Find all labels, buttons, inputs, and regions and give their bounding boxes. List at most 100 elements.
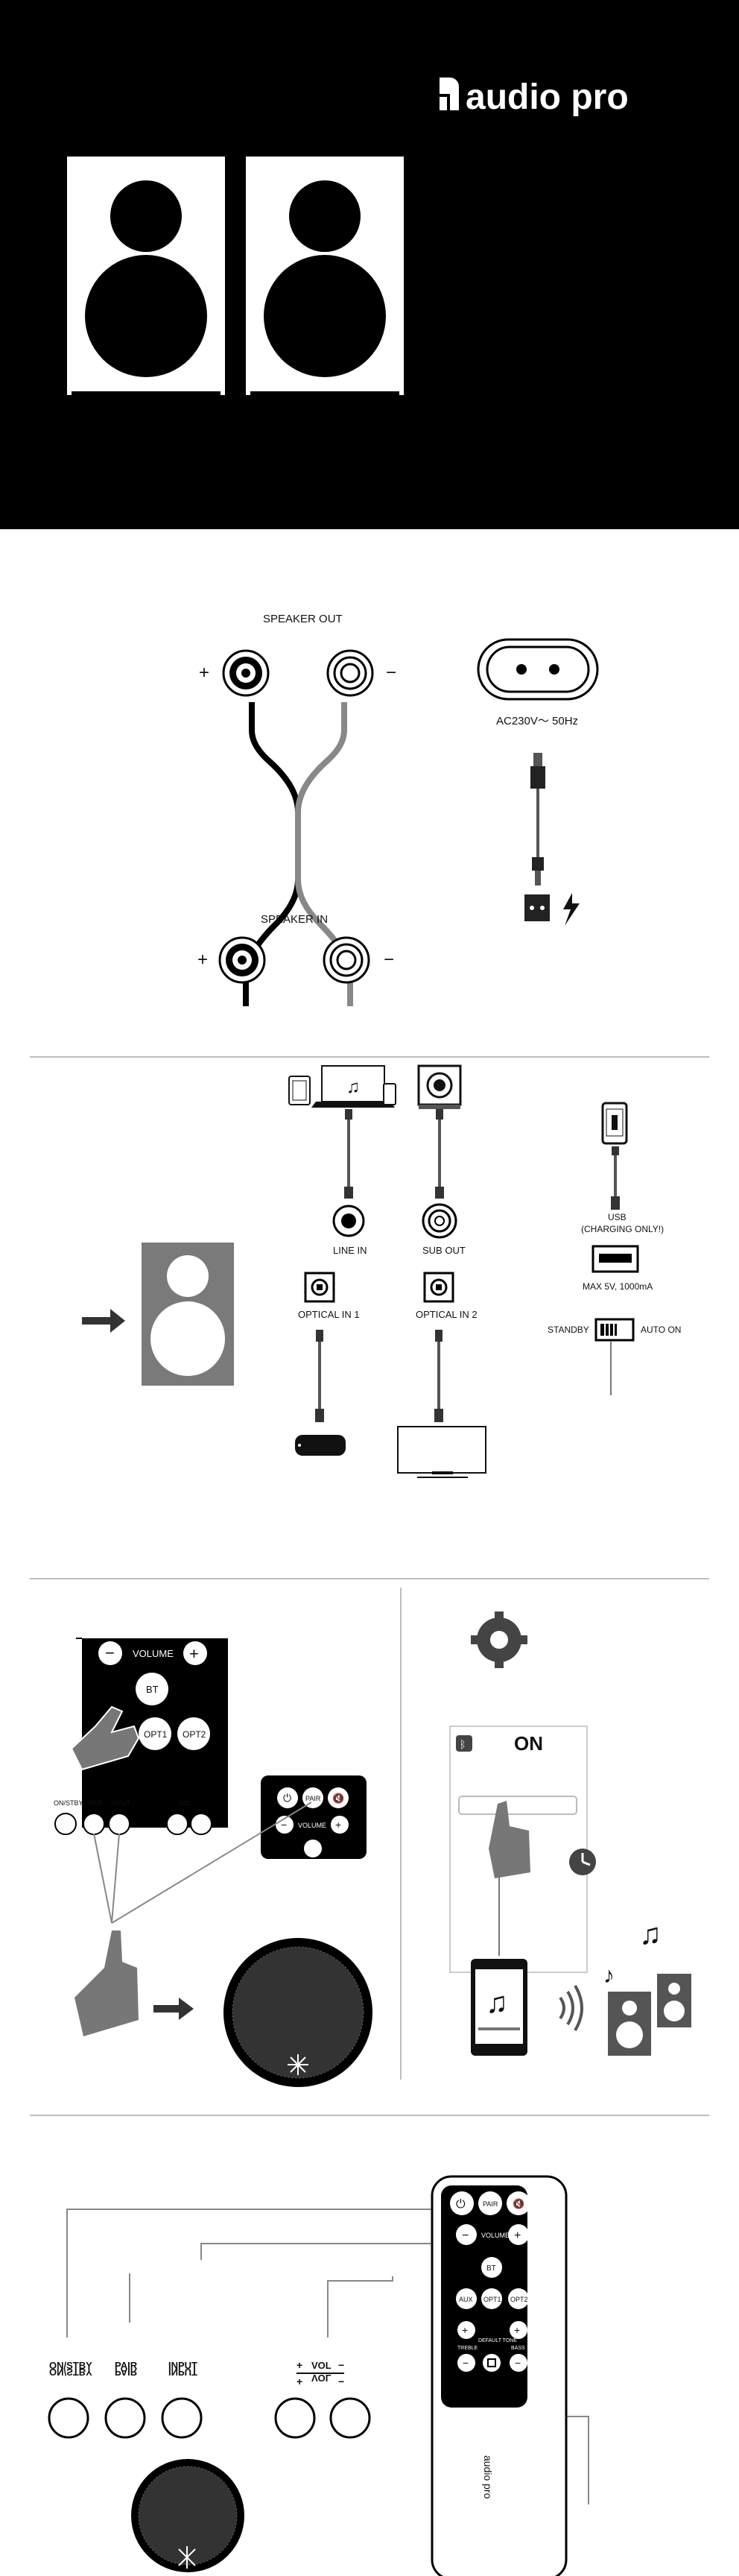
phone-settings-screen: ᛒ ON — [449, 1726, 588, 1973]
svg-text:+: + — [189, 1644, 199, 1663]
on-stby-button[interactable] — [48, 2397, 89, 2439]
remote-volume-label: VOLUME — [481, 2232, 510, 2239]
optical-in-1-label: OPTICAL IN 1 — [298, 1309, 360, 1320]
remote-treble-plus-button[interactable] — [457, 2321, 475, 2339]
remote-opt1-label: OPT1 — [144, 1729, 168, 1740]
input-label: INPUT — [168, 2360, 197, 2371]
brand-name: audio pro — [466, 78, 629, 117]
remote-opt1-label: OPT1 — [483, 2296, 501, 2303]
phone-icon — [601, 1102, 628, 1145]
remote-aux-button[interactable] — [456, 2288, 477, 2309]
bluetooth-icon: ᛒ — [460, 1738, 466, 1750]
remote-bass-minus-button[interactable] — [510, 2354, 527, 2372]
sub-out-jack — [422, 1203, 457, 1239]
remote-pair-label: PAIR — [305, 1795, 321, 1802]
vol-minus-label: − — [338, 2359, 344, 2371]
remote-treble-minus-button[interactable] — [457, 2354, 475, 2372]
remote-opt2-label: OPT2 — [183, 1729, 206, 1740]
remote-default-tone-label: DEFAULT TONE — [478, 2338, 517, 2343]
remote-bt-button[interactable] — [481, 2257, 502, 2278]
vol-plus-button[interactable] — [274, 2397, 316, 2439]
remote-aux-label: AUX — [459, 2296, 473, 2303]
remote-vol-minus-button[interactable] — [456, 2224, 477, 2245]
usb-port — [591, 1245, 639, 1273]
remote-closeup: − VOLUME + BT OPT1 OPT2 — [70, 1638, 228, 1828]
remote-brand-label: audio pro — [482, 2455, 494, 2499]
input-button[interactable] — [161, 2397, 203, 2439]
section-inputs: ♫ LINE IN SUB OUT OPTICAL IN 1 OPTICAL I… — [30, 1064, 709, 1579]
remote-bass-label: BASS — [511, 2346, 525, 2351]
lightning-icon — [563, 893, 580, 926]
vol-plus-label-flipped: + — [296, 2375, 302, 2387]
svg-text:−: − — [515, 2357, 521, 2369]
header-banner: audio pro — [0, 0, 739, 529]
power-socket-icon — [477, 638, 599, 701]
hand-pointer-icon — [74, 1931, 139, 2036]
section-controls: ON/STBY ON/STBY PAIR PAIR INPUT INPUT + … — [48, 2175, 589, 2576]
music-notes-icon: ♫ — [486, 1986, 508, 2019]
remote-opt2-button[interactable] — [508, 2288, 529, 2309]
media-box-icon — [295, 1435, 346, 1456]
terminal-icon — [323, 936, 370, 984]
pair-button[interactable] — [104, 2397, 146, 2439]
optical-in-2-label: OPTICAL IN 2 — [416, 1309, 478, 1320]
brand-logo-icon — [440, 78, 459, 110]
speaker-in-label: SPEAKER IN — [261, 913, 328, 926]
remote-pair-label: PAIR — [483, 2200, 498, 2208]
music-note-icon: ♫ — [346, 1077, 360, 1097]
small-vol-label: VOL — [179, 1799, 192, 1807]
clock-icon — [569, 1849, 596, 1875]
hand-pointer-icon — [70, 1705, 140, 1771]
on-stby-label: ON/STBY — [49, 2360, 92, 2371]
remote-mute-button[interactable] — [507, 2191, 530, 2215]
arrow-right-icon — [82, 1309, 125, 1333]
small-pair-label: PAIR — [88, 1799, 104, 1807]
usb-rating: MAX 5V, 1000mA — [583, 1281, 653, 1292]
speaker-out-plus: + — [199, 663, 209, 683]
remote-opt1-button[interactable] — [481, 2288, 502, 2309]
vol-minus-button[interactable] — [329, 2397, 371, 2439]
svg-text:+: + — [514, 2324, 520, 2336]
optical-in-2-port — [423, 1272, 454, 1303]
svg-text:🔇: 🔇 — [332, 1793, 344, 1804]
svg-text:−: − — [105, 1644, 115, 1662]
remote-volume-label: VOLUME — [133, 1648, 174, 1659]
arrow-right-icon — [153, 1998, 194, 2020]
remote-bass-plus-button[interactable] — [510, 2321, 527, 2339]
remote-pair-button[interactable] — [478, 2191, 502, 2215]
remote-small: ⏻ PAIR 🔇 − VOLUME + — [261, 1775, 367, 1859]
svg-text:−: − — [462, 2229, 469, 2242]
remote-power-button[interactable] — [450, 2191, 474, 2215]
terminal-icon — [218, 936, 266, 984]
gear-icon — [471, 1611, 527, 1668]
standby-label: STANDBY — [548, 1325, 589, 1335]
speaker-top-illustration — [131, 2459, 244, 2572]
vol-minus-label-flipped: − — [338, 2375, 344, 2387]
small-input-label: INPUT — [110, 1799, 131, 1807]
remote-default-tone-button[interactable] — [483, 2354, 501, 2372]
pair-label-flipped: PAIR — [115, 2367, 138, 2378]
speaker-out-label: SPEAKER OUT — [263, 613, 343, 625]
tv-icon — [397, 1426, 486, 1478]
tablet-icon — [288, 1076, 311, 1105]
vol-plus-label: + — [296, 2359, 302, 2371]
svg-text:−: − — [463, 2357, 469, 2369]
mute-icon: 🔇 — [513, 2198, 524, 2209]
vol-label: VOL — [311, 2360, 332, 2371]
power-plug-icon — [524, 753, 550, 921]
optical-in-1-port — [304, 1272, 335, 1303]
svg-text:+: + — [514, 2229, 521, 2242]
power-rating-label: AC230V〜 50Hz — [496, 715, 578, 727]
speaker-pair-small — [608, 1974, 691, 2056]
remote-vol-plus-button[interactable] — [508, 2224, 529, 2245]
music-notes-icon: ♪ — [603, 1963, 615, 1988]
input-label-flipped: INPUT — [168, 2367, 197, 2378]
sub-out-label: SUB OUT — [422, 1245, 466, 1256]
usb-note: (CHARGING ONLY!) — [581, 1224, 664, 1234]
speaker-out-minus: − — [386, 663, 396, 683]
speaker-back-illustration — [142, 1243, 234, 1386]
small-on-stby-label: ON/STBY — [54, 1799, 83, 1807]
remote-bt-label: BT — [146, 1684, 159, 1695]
subwoofer-icon — [417, 1064, 462, 1109]
speaker-in-minus: − — [384, 950, 394, 970]
